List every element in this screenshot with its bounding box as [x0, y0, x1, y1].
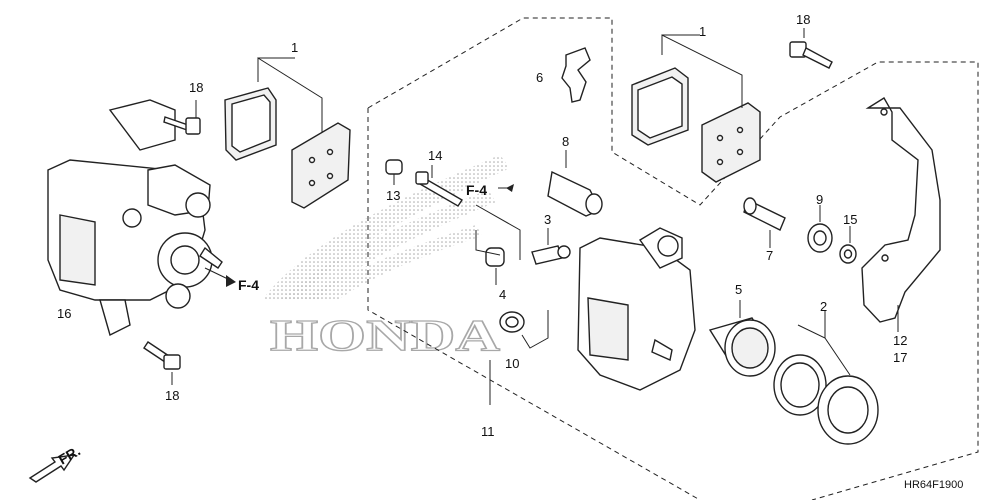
- pad-spring: [561, 47, 591, 103]
- callout-2: 2: [820, 299, 827, 314]
- bleed-screw: [531, 245, 571, 265]
- callout-1-left: 1: [291, 40, 298, 55]
- callout-7: 7: [766, 248, 773, 263]
- callout-3: 3: [544, 212, 551, 227]
- ref-arrow-left: [226, 275, 236, 287]
- callout-16: 16: [57, 306, 71, 321]
- callout-10: 10: [505, 356, 519, 371]
- slide-boot: [807, 223, 833, 253]
- callout-1-right: 1: [699, 24, 706, 39]
- ref-label-left: F-4: [238, 277, 259, 293]
- callout-12: 12: [893, 333, 907, 348]
- piston-seal: [773, 354, 827, 416]
- pin-boot: [499, 311, 525, 333]
- callout-15: 15: [843, 212, 857, 227]
- assembly-dashed-boundary: [367, 17, 979, 500]
- callout-14: 14: [428, 148, 442, 163]
- washer: [839, 244, 857, 264]
- mounting-bolt-top-left: [163, 116, 201, 135]
- slide-pin: [415, 171, 463, 207]
- ref-label-mid: F-4: [466, 182, 487, 198]
- ref-arrow-mid: [506, 184, 514, 192]
- callout-18-bottom-left: 18: [165, 388, 179, 403]
- callout-8: 8: [562, 134, 569, 149]
- callout-13: 13: [386, 188, 400, 203]
- brake-pad-set-left: [224, 87, 351, 209]
- caliper-sleeve: [547, 170, 603, 217]
- caliper-bracket: [861, 97, 941, 323]
- callout-6: 6: [536, 70, 543, 85]
- caliper-piston: [708, 317, 776, 377]
- caliper-assembly-left: [47, 99, 223, 337]
- pin-plug: [385, 159, 403, 175]
- mounting-bolt-bottom-left: [143, 341, 181, 370]
- callout-9: 9: [816, 192, 823, 207]
- honda-watermark-text: HONDA: [270, 311, 500, 360]
- slide-pin-lower: [743, 197, 786, 231]
- callout-18-top-left: 18: [189, 80, 203, 95]
- callout-4: 4: [499, 287, 506, 302]
- front-direction-arrow: [28, 454, 76, 483]
- mounting-bolt-top-right: [789, 41, 833, 69]
- caliper-body: [577, 227, 696, 391]
- callout-17: 17: [893, 350, 907, 365]
- callout-18-top-right: 18: [796, 12, 810, 27]
- brake-pad-set-right: [631, 67, 761, 183]
- bleed-cap: [485, 247, 505, 267]
- drawing-code: HR64F1900: [904, 479, 963, 491]
- callout-5: 5: [735, 282, 742, 297]
- dust-seal: [817, 375, 879, 445]
- callout-11: 11: [481, 424, 495, 439]
